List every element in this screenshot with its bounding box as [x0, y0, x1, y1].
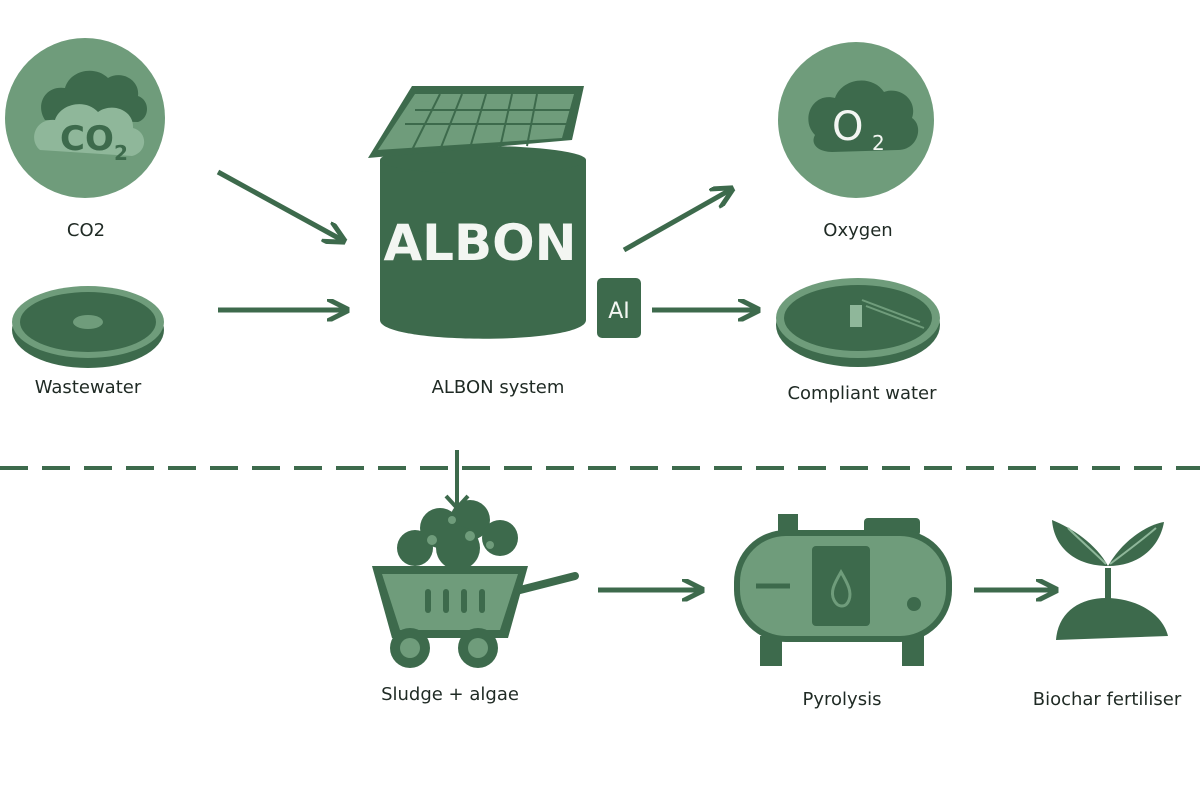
- ai-badge-text: AI: [608, 299, 630, 324]
- oxygen-icon-main: O: [832, 104, 863, 150]
- pyrolysis-label: Pyrolysis: [802, 689, 882, 710]
- albon-system-label: ALBON system: [431, 377, 565, 398]
- wastewater-label: Wastewater: [34, 377, 142, 398]
- albon-tank-icon: ALBON: [368, 86, 586, 339]
- wheelbarrow-icon: [372, 500, 579, 668]
- oxygen-icon: O 2: [778, 42, 934, 198]
- oxygen-icon-subscript: 2: [872, 131, 885, 155]
- compliant-water-icon: [776, 278, 940, 367]
- biochar-fertiliser-label: Biochar fertiliser: [1032, 689, 1182, 710]
- co2-label: CO2: [66, 220, 106, 241]
- oxygen-label: Oxygen: [823, 220, 893, 241]
- compliant-water-label: Compliant water: [787, 383, 937, 404]
- plant-sprout-icon: [1052, 520, 1168, 640]
- arrow-albon-to-oxygen: [622, 190, 730, 253]
- co2-icon-main: CO: [60, 119, 114, 159]
- wastewater-icon: [12, 286, 164, 368]
- albon-brand-text: ALBON: [383, 214, 576, 272]
- pyrolysis-tank-icon: [734, 514, 952, 666]
- arrow-co2-to-albon: [216, 169, 342, 240]
- co2-icon-subscript: 2: [114, 141, 128, 165]
- sludge-algae-label: Sludge + algae: [381, 684, 519, 705]
- co2-icon: CO 2: [5, 38, 165, 198]
- ai-badge: AI: [597, 278, 641, 338]
